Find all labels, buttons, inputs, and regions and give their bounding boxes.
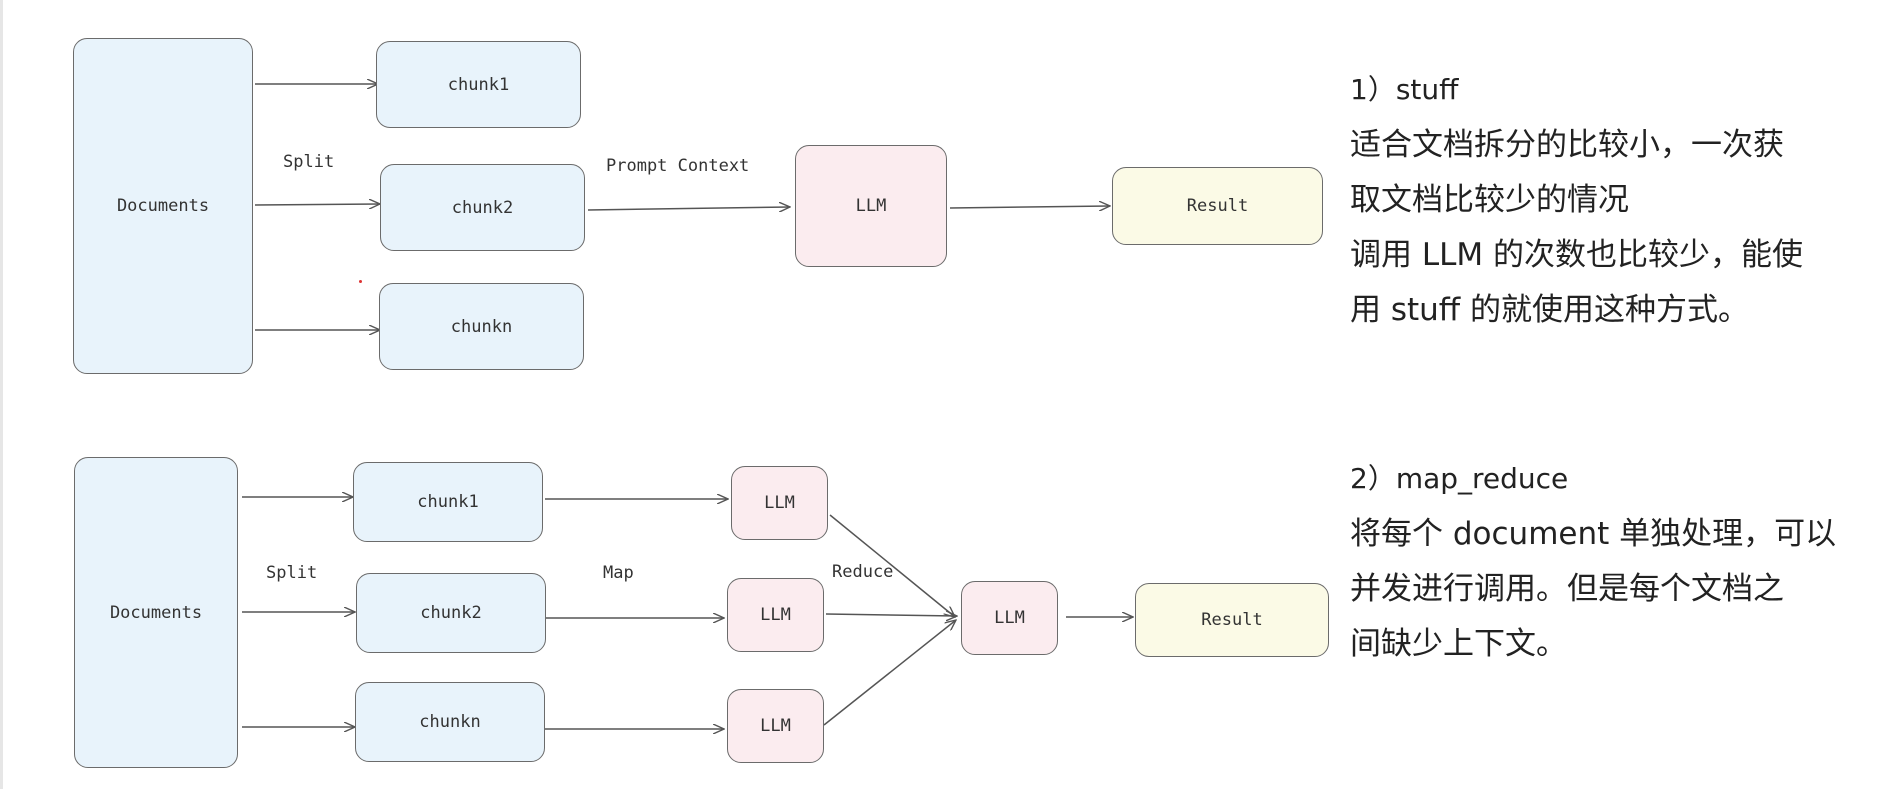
llm-box-map-2: LLM — [727, 578, 824, 652]
split-label-map-reduce: Split — [266, 563, 318, 583]
llm-box-reduce: LLM — [961, 581, 1058, 655]
reduce-label: Reduce — [832, 562, 894, 582]
chunk-label: chunk1 — [447, 74, 510, 95]
stuff-note: 1）stuff 适合文档拆分的比较小，一次获 取文档比较少的情况 调用 LLM … — [1350, 62, 1895, 338]
map-reduce-line: 并发进行调用。但是每个文档之 — [1350, 571, 1784, 607]
arrow-llm3-reduce — [823, 620, 956, 726]
llm-label: LLM — [994, 608, 1025, 628]
result-label: Result — [1201, 610, 1263, 630]
map-reduce-line: 间缺少上下文。 — [1350, 626, 1567, 662]
map-reduce-note: 2）map_reduce 将每个 document 单独处理，可以 并发进行调用… — [1350, 451, 1895, 672]
arrow-llm2-reduce — [825, 614, 957, 616]
chunk2-box-stuff: chunk2 — [380, 164, 585, 251]
chunk-label: chunkn — [419, 712, 481, 732]
chunk-label: chunk1 — [417, 492, 479, 512]
map-reduce-line: 将每个 document 单独处理，可以 — [1350, 516, 1837, 552]
llm-label: LLM — [760, 605, 791, 625]
documents-box-map-reduce: Documents — [74, 457, 238, 768]
map-reduce-heading: 2）map_reduce — [1350, 462, 1569, 495]
documents-label: Documents — [109, 602, 203, 623]
prompt-context-label: Prompt Context — [606, 156, 750, 176]
map-label: Map — [603, 563, 634, 583]
result-box-map-reduce: Result — [1135, 583, 1329, 657]
arrow-chunk2-llm-top — [587, 207, 790, 210]
stuff-line: 取文档比较少的情况 — [1350, 182, 1629, 218]
llm-label: LLM — [855, 196, 887, 216]
stuff-heading: 1）stuff — [1350, 73, 1459, 106]
llm-label: LLM — [760, 716, 791, 736]
left-edge-divider — [0, 0, 3, 789]
llm-box-stuff: LLM — [795, 145, 947, 267]
arrow-llm-result-top — [949, 206, 1110, 208]
arrow-llm1-reduce — [829, 514, 955, 617]
llm-label: LLM — [764, 493, 795, 513]
chunk-label: chunkn — [450, 316, 513, 337]
documents-label: Documents — [116, 196, 210, 216]
chunkn-box-map-reduce: chunkn — [355, 682, 545, 762]
llm-box-map-1: LLM — [731, 466, 828, 540]
result-label: Result — [1186, 196, 1249, 216]
split-label-stuff: Split — [283, 152, 335, 172]
stuff-line: 用 stuff 的就使用这种方式。 — [1350, 292, 1750, 328]
chunk2-box-map-reduce: chunk2 — [356, 573, 546, 653]
arrow-doc-chunk2-top — [254, 204, 380, 205]
stuff-line: 适合文档拆分的比较小，一次获 — [1350, 127, 1784, 163]
chunkn-box-stuff: chunkn — [379, 283, 584, 370]
chunk1-box-map-reduce: chunk1 — [353, 462, 543, 542]
chunk-label: chunk2 — [451, 197, 514, 218]
stray-dot — [359, 280, 362, 283]
chunk-label: chunk2 — [420, 603, 482, 623]
llm-box-map-3: LLM — [727, 689, 824, 763]
documents-box-stuff: Documents — [73, 38, 253, 374]
result-box-stuff: Result — [1112, 167, 1323, 245]
stuff-line: 调用 LLM 的次数也比较少，能使 — [1350, 237, 1803, 273]
chunk1-box-stuff: chunk1 — [376, 41, 581, 128]
